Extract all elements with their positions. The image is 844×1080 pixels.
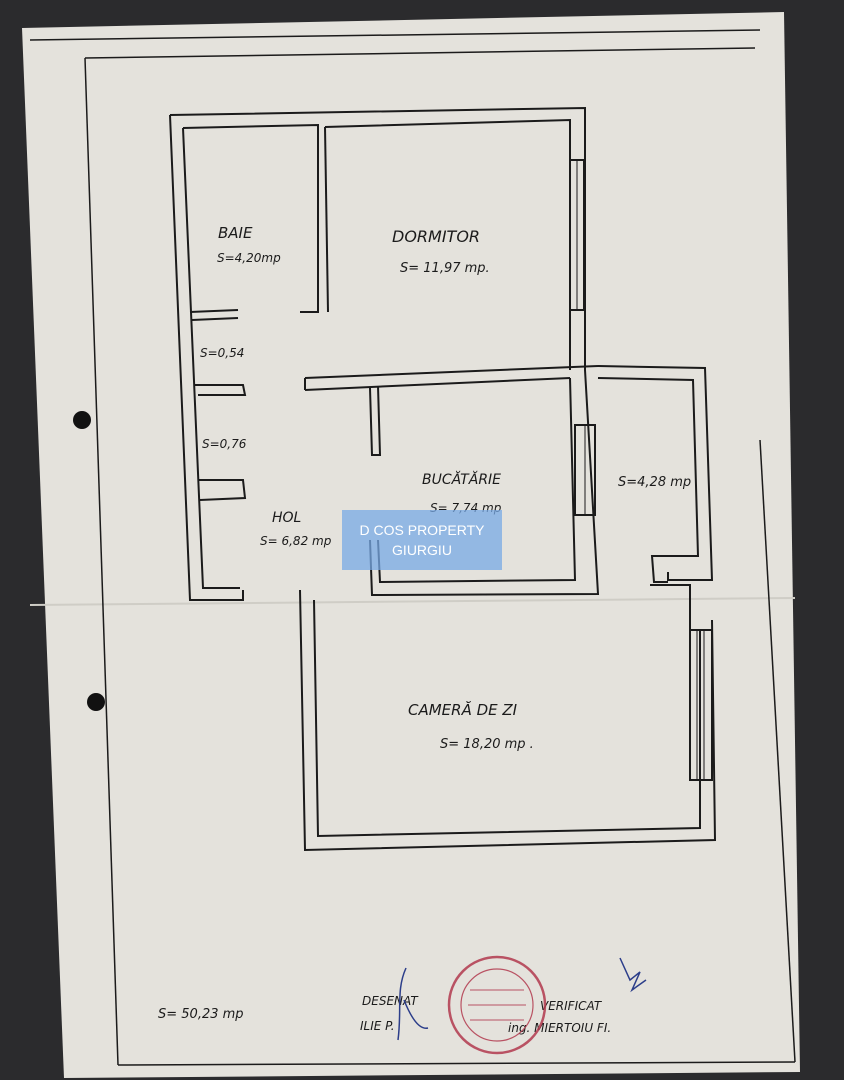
room-area-camera-de-zi: S= 18,20 mp . — [440, 737, 534, 752]
paper-fold-line — [29, 597, 796, 606]
room-area-closet1: S=0,54 — [200, 346, 244, 360]
punch-hole-top — [73, 411, 91, 429]
drawn-by-signature — [397, 967, 429, 1041]
watermark-badge: D COS PROPERTY GIURGIU — [342, 510, 502, 570]
room-area-balcon: S=4,28 mp — [618, 475, 691, 490]
walls — [169, 106, 717, 852]
verified-by-name: ing. MIERTOIU FI. — [508, 1021, 611, 1035]
drawn-by-name: ILIE P. — [360, 1019, 395, 1033]
room-label-bucatarie: BUCĂTĂRIE — [422, 471, 501, 488]
page-border — [29, 29, 796, 1066]
room-label-camera-de-zi: CAMERĂ DE ZI — [408, 700, 518, 719]
watermark-line1: D COS PROPERTY — [359, 522, 485, 538]
room-label-baie: BAIE — [218, 224, 253, 242]
drawn-by-label: DESENAT — [362, 994, 419, 1008]
room-area-dormitor: S= 11,97 mp. — [400, 261, 490, 276]
watermark-line2: GIURGIU — [392, 542, 452, 558]
total-area: S= 50,23 mp — [158, 1007, 244, 1022]
verified-by-label: VERIFICAT — [540, 999, 603, 1013]
room-area-hol: S= 6,82 mp — [260, 534, 332, 548]
verified-by-signature — [619, 957, 647, 993]
room-label-hol: HOL — [272, 510, 301, 526]
room-area-baie: S=4,20mp — [217, 251, 281, 265]
room-area-closet2: S=0,76 — [202, 437, 247, 451]
official-stamp — [447, 955, 547, 1055]
room-label-dormitor: DORMITOR — [392, 227, 480, 246]
punch-hole-bottom — [87, 693, 105, 711]
window-hatching — [576, 160, 705, 780]
